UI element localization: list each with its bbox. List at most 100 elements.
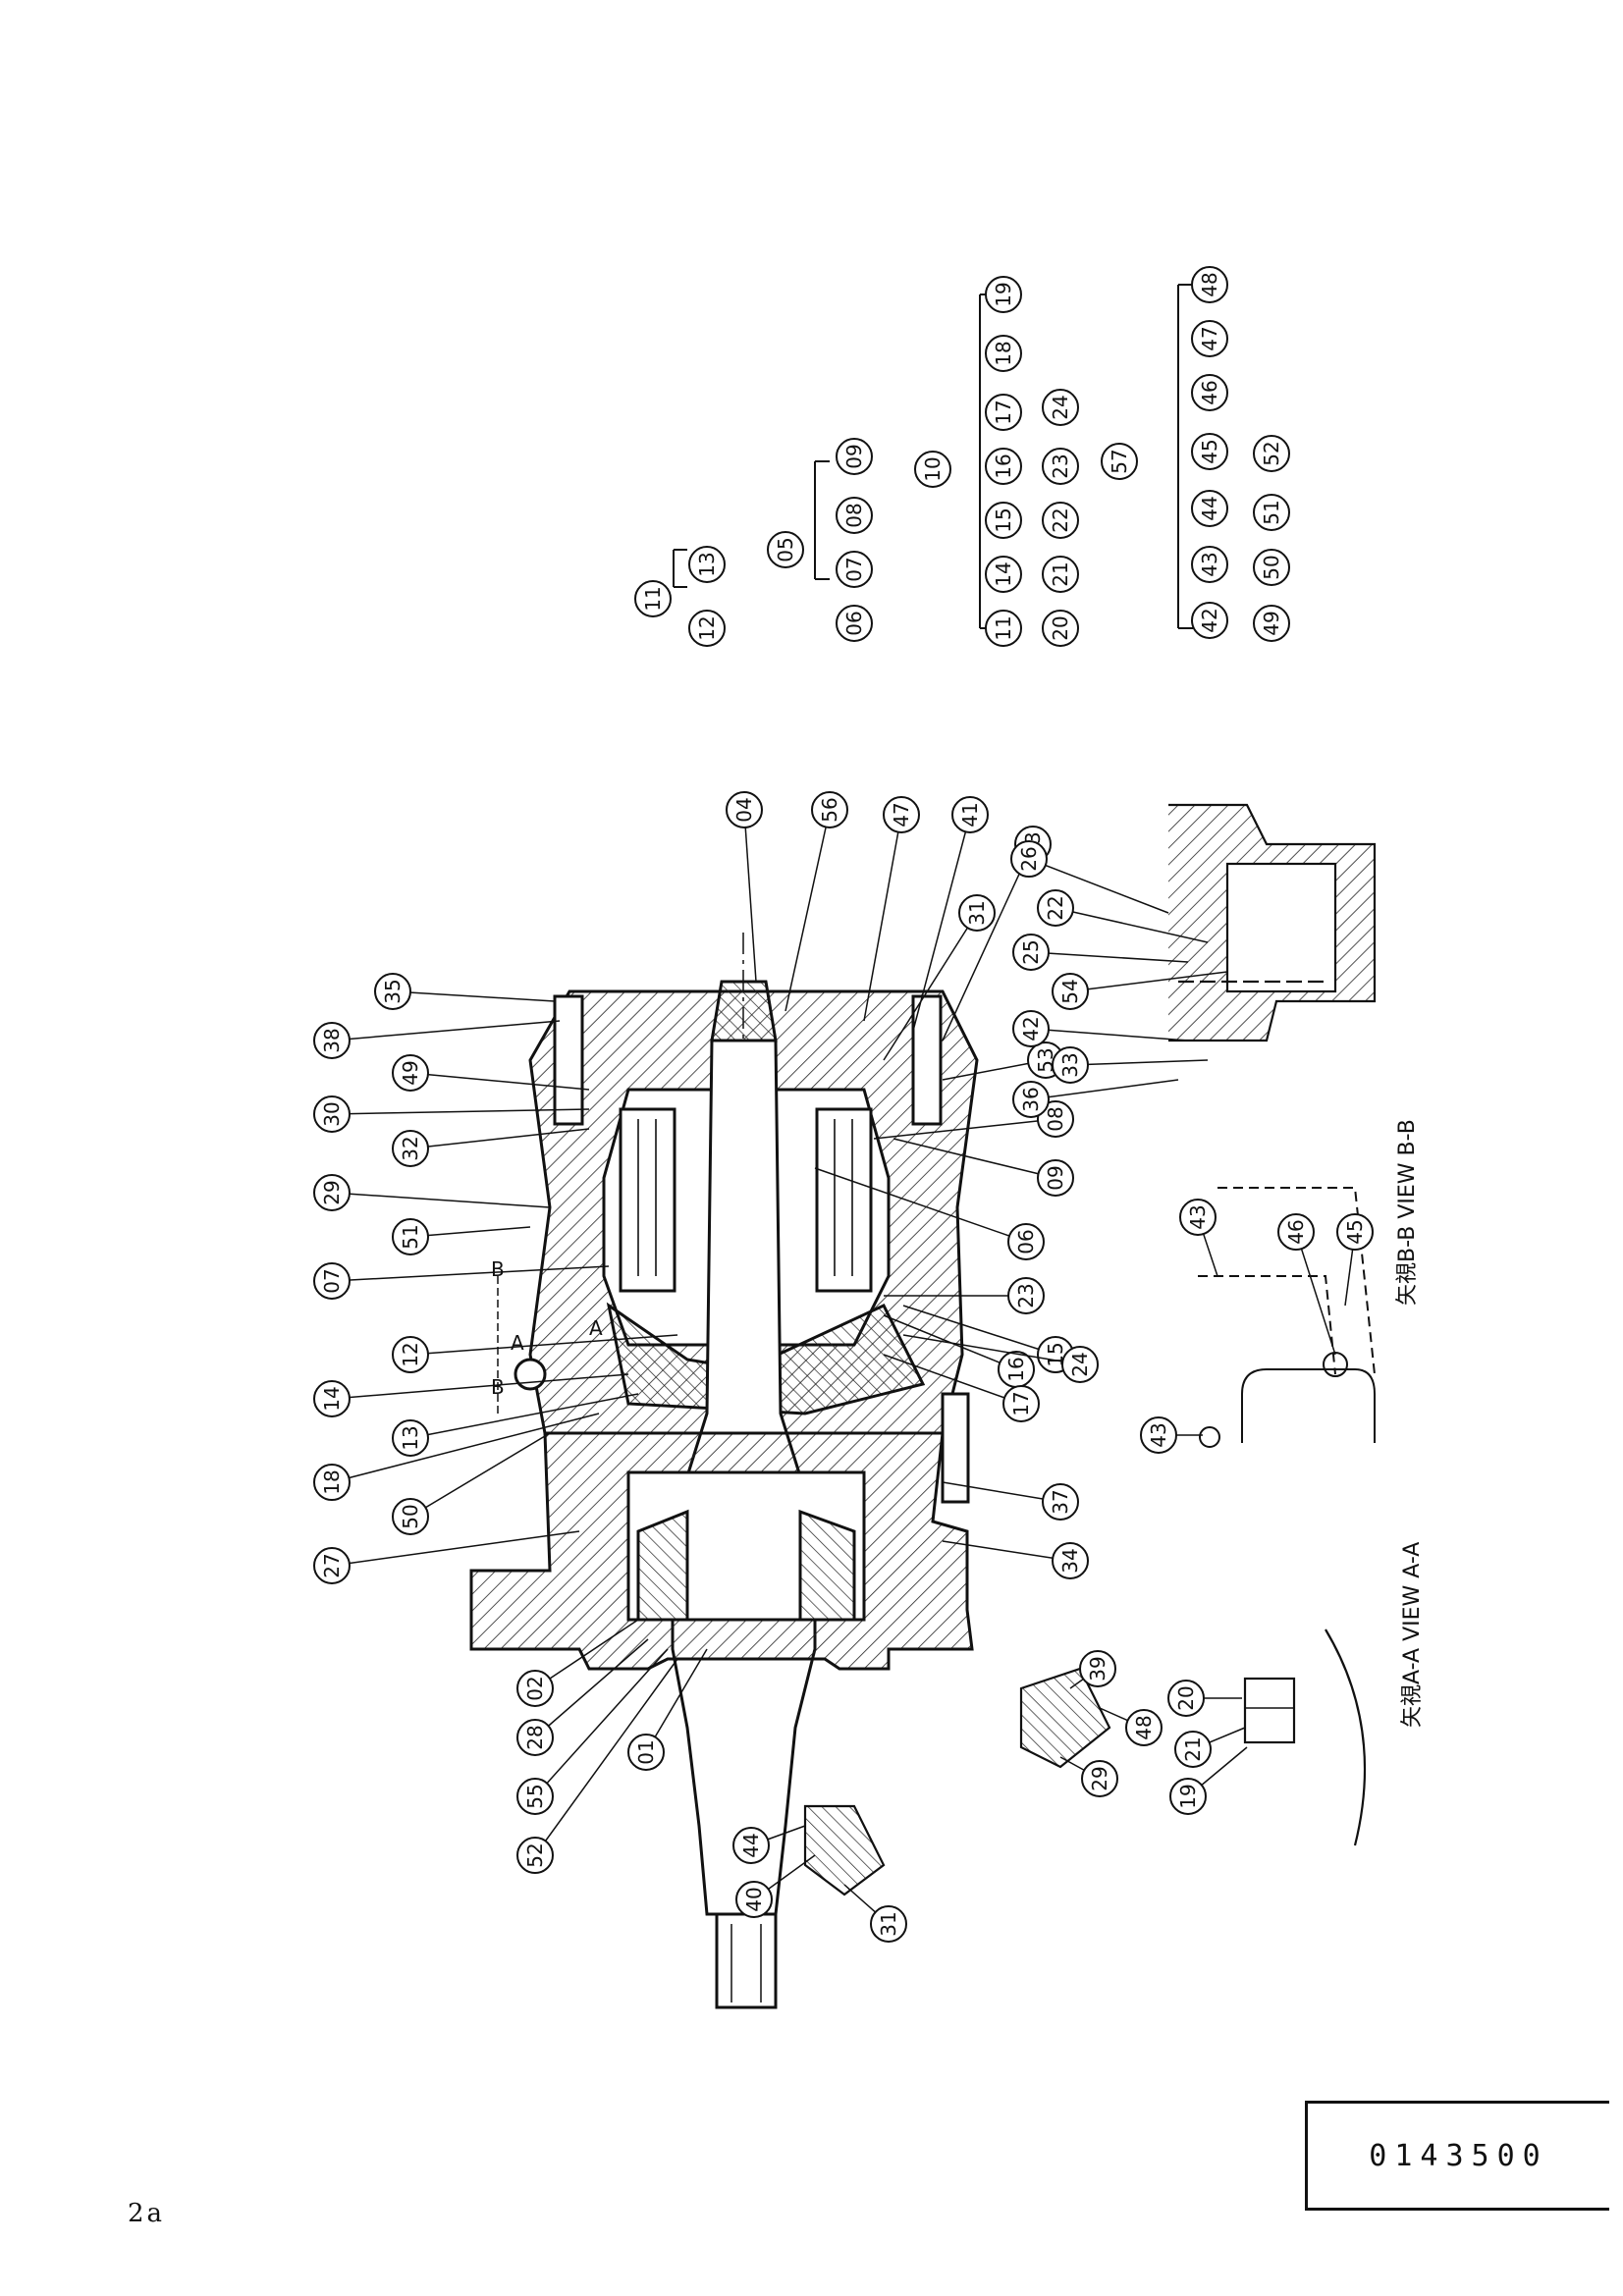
svg-text:38: 38	[320, 1028, 344, 1052]
detail-callout-33: 33	[1052, 1046, 1209, 1084]
main-callout-09: 09	[893, 1138, 1074, 1197]
svg-text:29: 29	[1088, 1766, 1111, 1790]
svg-text:43: 43	[1186, 1204, 1210, 1229]
page-number: 2a	[128, 2199, 166, 2228]
section-marks: B B A A	[491, 1257, 603, 1399]
svg-text:50: 50	[1260, 555, 1283, 579]
svg-text:13: 13	[399, 1425, 422, 1450]
detail-callout-46: 46	[1277, 1213, 1336, 1356]
section-mark-a-right: A	[589, 1316, 603, 1340]
group-child-10-20: 20	[1042, 610, 1079, 647]
svg-text:27: 27	[320, 1553, 344, 1577]
svg-text:08: 08	[1044, 1106, 1067, 1131]
svg-text:14: 14	[992, 561, 1015, 586]
group-child-10-23: 23	[1042, 448, 1079, 485]
detail-callout-48: 48	[1099, 1707, 1163, 1746]
main-callout-50: 50	[392, 1432, 551, 1535]
svg-text:49: 49	[1260, 611, 1283, 635]
svg-text:52: 52	[523, 1842, 547, 1867]
svg-text:15: 15	[992, 507, 1015, 532]
svg-text:42: 42	[1019, 1016, 1043, 1041]
main-callout-34: 34	[942, 1540, 1089, 1579]
main-callout-30: 30	[313, 1095, 590, 1133]
group-child-10-15: 15	[985, 502, 1022, 539]
svg-text:26: 26	[1017, 846, 1041, 871]
svg-text:12: 12	[399, 1342, 422, 1366]
svg-text:11: 11	[641, 586, 665, 611]
main-callout-31: 31	[883, 894, 996, 1061]
svg-text:12: 12	[695, 615, 719, 640]
svg-text:07: 07	[320, 1268, 344, 1293]
svg-text:45: 45	[1198, 439, 1221, 463]
section-mark-a-left: A	[511, 1331, 524, 1355]
group-parent-10: 10	[914, 451, 951, 488]
detail-callout-29: 29	[1059, 1756, 1118, 1797]
group-child-57-42: 42	[1191, 602, 1228, 639]
detail-callout-26: 26	[1010, 840, 1169, 914]
svg-text:19: 19	[1176, 1784, 1200, 1808]
svg-text:35: 35	[381, 979, 405, 1003]
svg-text:47: 47	[890, 802, 913, 827]
svg-text:57: 57	[1108, 449, 1131, 473]
group-child-11-13: 13	[688, 546, 726, 583]
svg-text:44: 44	[739, 1833, 763, 1857]
main-callout-12: 12	[392, 1334, 678, 1373]
svg-text:49: 49	[399, 1060, 422, 1085]
detail-callout-21: 21	[1174, 1727, 1246, 1768]
group-child-10-16: 16	[985, 448, 1022, 485]
svg-text:22: 22	[1044, 895, 1067, 920]
svg-text:13: 13	[695, 552, 719, 576]
main-callout-16: 16	[883, 1314, 1035, 1388]
document-number-box: 0143500	[1305, 2101, 1609, 2211]
svg-text:16: 16	[992, 454, 1015, 478]
group-child-57-50: 50	[1253, 549, 1290, 586]
svg-text:20: 20	[1174, 1685, 1198, 1710]
main-callout-55: 55	[516, 1648, 669, 1815]
svg-text:21: 21	[1049, 561, 1072, 586]
group-child-10-19: 19	[985, 276, 1022, 313]
group-child-10-24: 24	[1042, 389, 1079, 426]
main-callout-24: 24	[902, 1334, 1099, 1383]
detail-callout-22: 22	[1037, 889, 1209, 943]
svg-text:07: 07	[842, 557, 866, 581]
group-child-57-51: 51	[1253, 494, 1290, 531]
detail-callout-31: 31	[843, 1884, 907, 1943]
svg-text:21: 21	[1181, 1736, 1205, 1761]
svg-text:02: 02	[523, 1676, 547, 1700]
main-callout-28: 28	[516, 1638, 649, 1756]
detail-callout-36: 36	[1012, 1079, 1179, 1118]
svg-text:46: 46	[1284, 1219, 1308, 1244]
svg-text:17: 17	[992, 400, 1015, 424]
svg-text:17: 17	[1009, 1391, 1033, 1415]
group-child-11-12: 12	[688, 610, 726, 647]
svg-text:11: 11	[992, 615, 1015, 640]
svg-text:50: 50	[399, 1504, 422, 1528]
svg-text:43: 43	[1198, 552, 1221, 576]
svg-text:22: 22	[1049, 507, 1072, 532]
svg-text:05: 05	[774, 537, 797, 561]
group-child-10-21: 21	[1042, 556, 1079, 593]
main-callout-29: 29	[313, 1174, 551, 1211]
svg-text:52: 52	[1260, 441, 1283, 465]
detail-callout-19: 19	[1169, 1746, 1248, 1815]
svg-text:09: 09	[1044, 1165, 1067, 1190]
main-callout-04: 04	[726, 791, 763, 983]
group-child-10-17: 17	[985, 394, 1022, 431]
svg-text:43: 43	[1147, 1422, 1170, 1447]
svg-text:18: 18	[320, 1469, 344, 1494]
plug-details	[803, 1667, 1111, 1896]
detail-callout-40: 40	[735, 1854, 816, 1918]
group-child-10-18: 18	[985, 335, 1022, 372]
detail-callout-43: 43	[1140, 1416, 1203, 1454]
detail-callout-39: 39	[1069, 1650, 1116, 1689]
svg-text:04: 04	[732, 797, 756, 822]
svg-text:18: 18	[992, 341, 1015, 365]
svg-text:39: 39	[1086, 1656, 1109, 1681]
svg-text:09: 09	[842, 444, 866, 468]
svg-text:16: 16	[1004, 1357, 1028, 1381]
group-child-05-07: 07	[836, 551, 873, 588]
group-child-57-49: 49	[1253, 605, 1290, 642]
main-callout-01: 01	[627, 1648, 708, 1771]
main-callout-38: 38	[313, 1020, 561, 1059]
group-child-57-45: 45	[1191, 433, 1228, 470]
